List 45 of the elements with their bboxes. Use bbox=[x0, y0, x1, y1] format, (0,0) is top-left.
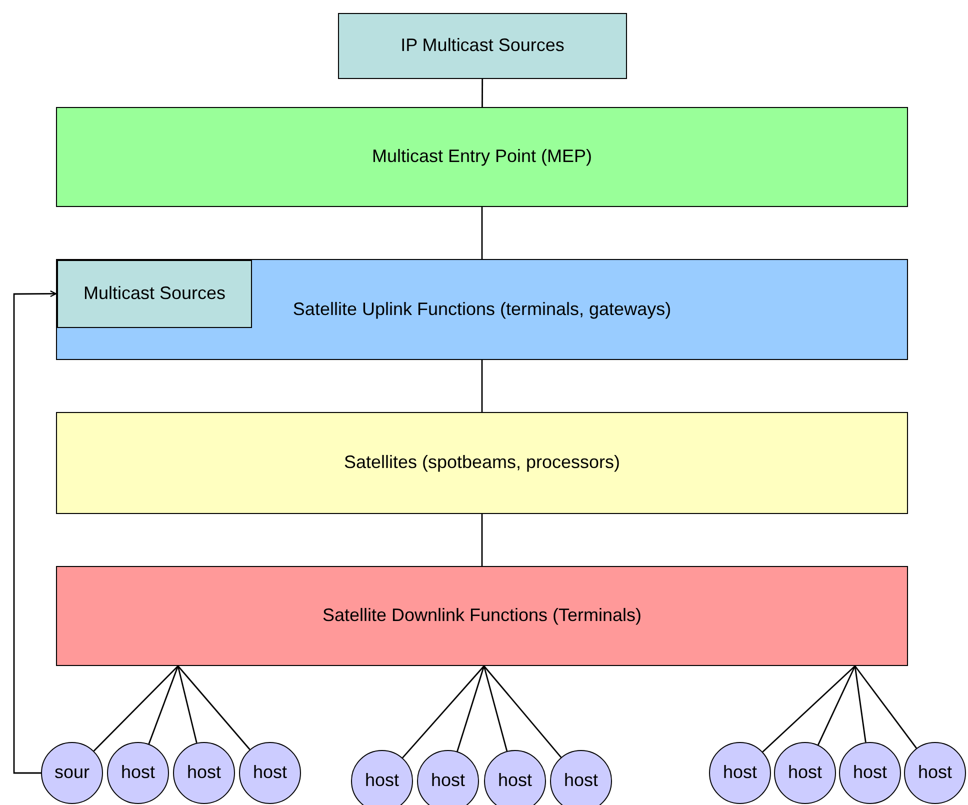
connector-line bbox=[177, 666, 198, 744]
node-label: host bbox=[252, 761, 288, 784]
connector-line bbox=[483, 666, 508, 752]
host-circle bbox=[351, 750, 413, 805]
node-label: host bbox=[916, 761, 954, 784]
node-label: Satellites (spotbeams, processors) bbox=[342, 451, 622, 474]
node-label: host bbox=[496, 769, 534, 792]
host-circle bbox=[550, 750, 612, 805]
connector-line bbox=[402, 666, 485, 758]
node-label: host bbox=[120, 761, 156, 784]
host-circle bbox=[417, 750, 479, 805]
node-label: Multicast Sources bbox=[82, 282, 227, 306]
process-box bbox=[56, 107, 908, 207]
node-label: host bbox=[852, 761, 888, 784]
source-box bbox=[57, 260, 252, 328]
node-label: sour bbox=[53, 761, 90, 784]
node-label: host bbox=[430, 769, 466, 792]
process-box bbox=[56, 412, 908, 514]
connector-line bbox=[481, 514, 483, 566]
node-label: host bbox=[722, 761, 758, 784]
connector-line bbox=[818, 666, 856, 746]
node-label: Satellite Downlink Functions (Terminals) bbox=[321, 604, 643, 628]
connector-line bbox=[854, 666, 866, 742]
node-label: IP Multicast Sources bbox=[400, 34, 566, 58]
node-label: Multicast Entry Point (MEP) bbox=[370, 145, 594, 168]
arrow bbox=[13, 290, 57, 774]
connector-line bbox=[177, 666, 250, 750]
connector-line bbox=[148, 666, 179, 744]
node-label: host bbox=[786, 761, 824, 784]
process-box bbox=[56, 566, 908, 666]
host-circle bbox=[484, 750, 546, 805]
node-label: Satellite Uplink Functions (terminals, gateways) bbox=[292, 298, 672, 321]
node-label: host bbox=[186, 761, 222, 784]
node-label: host bbox=[562, 769, 600, 792]
connector-line bbox=[482, 79, 484, 107]
process-box bbox=[56, 259, 908, 360]
connector-line bbox=[481, 207, 483, 259]
connector-line bbox=[483, 666, 562, 758]
connector-line bbox=[762, 665, 856, 752]
node-label: host bbox=[364, 769, 400, 792]
connector-line bbox=[854, 666, 917, 749]
connector-line bbox=[93, 666, 178, 752]
source-box bbox=[338, 13, 627, 79]
connector-line bbox=[481, 360, 483, 412]
connector-line bbox=[456, 666, 485, 752]
